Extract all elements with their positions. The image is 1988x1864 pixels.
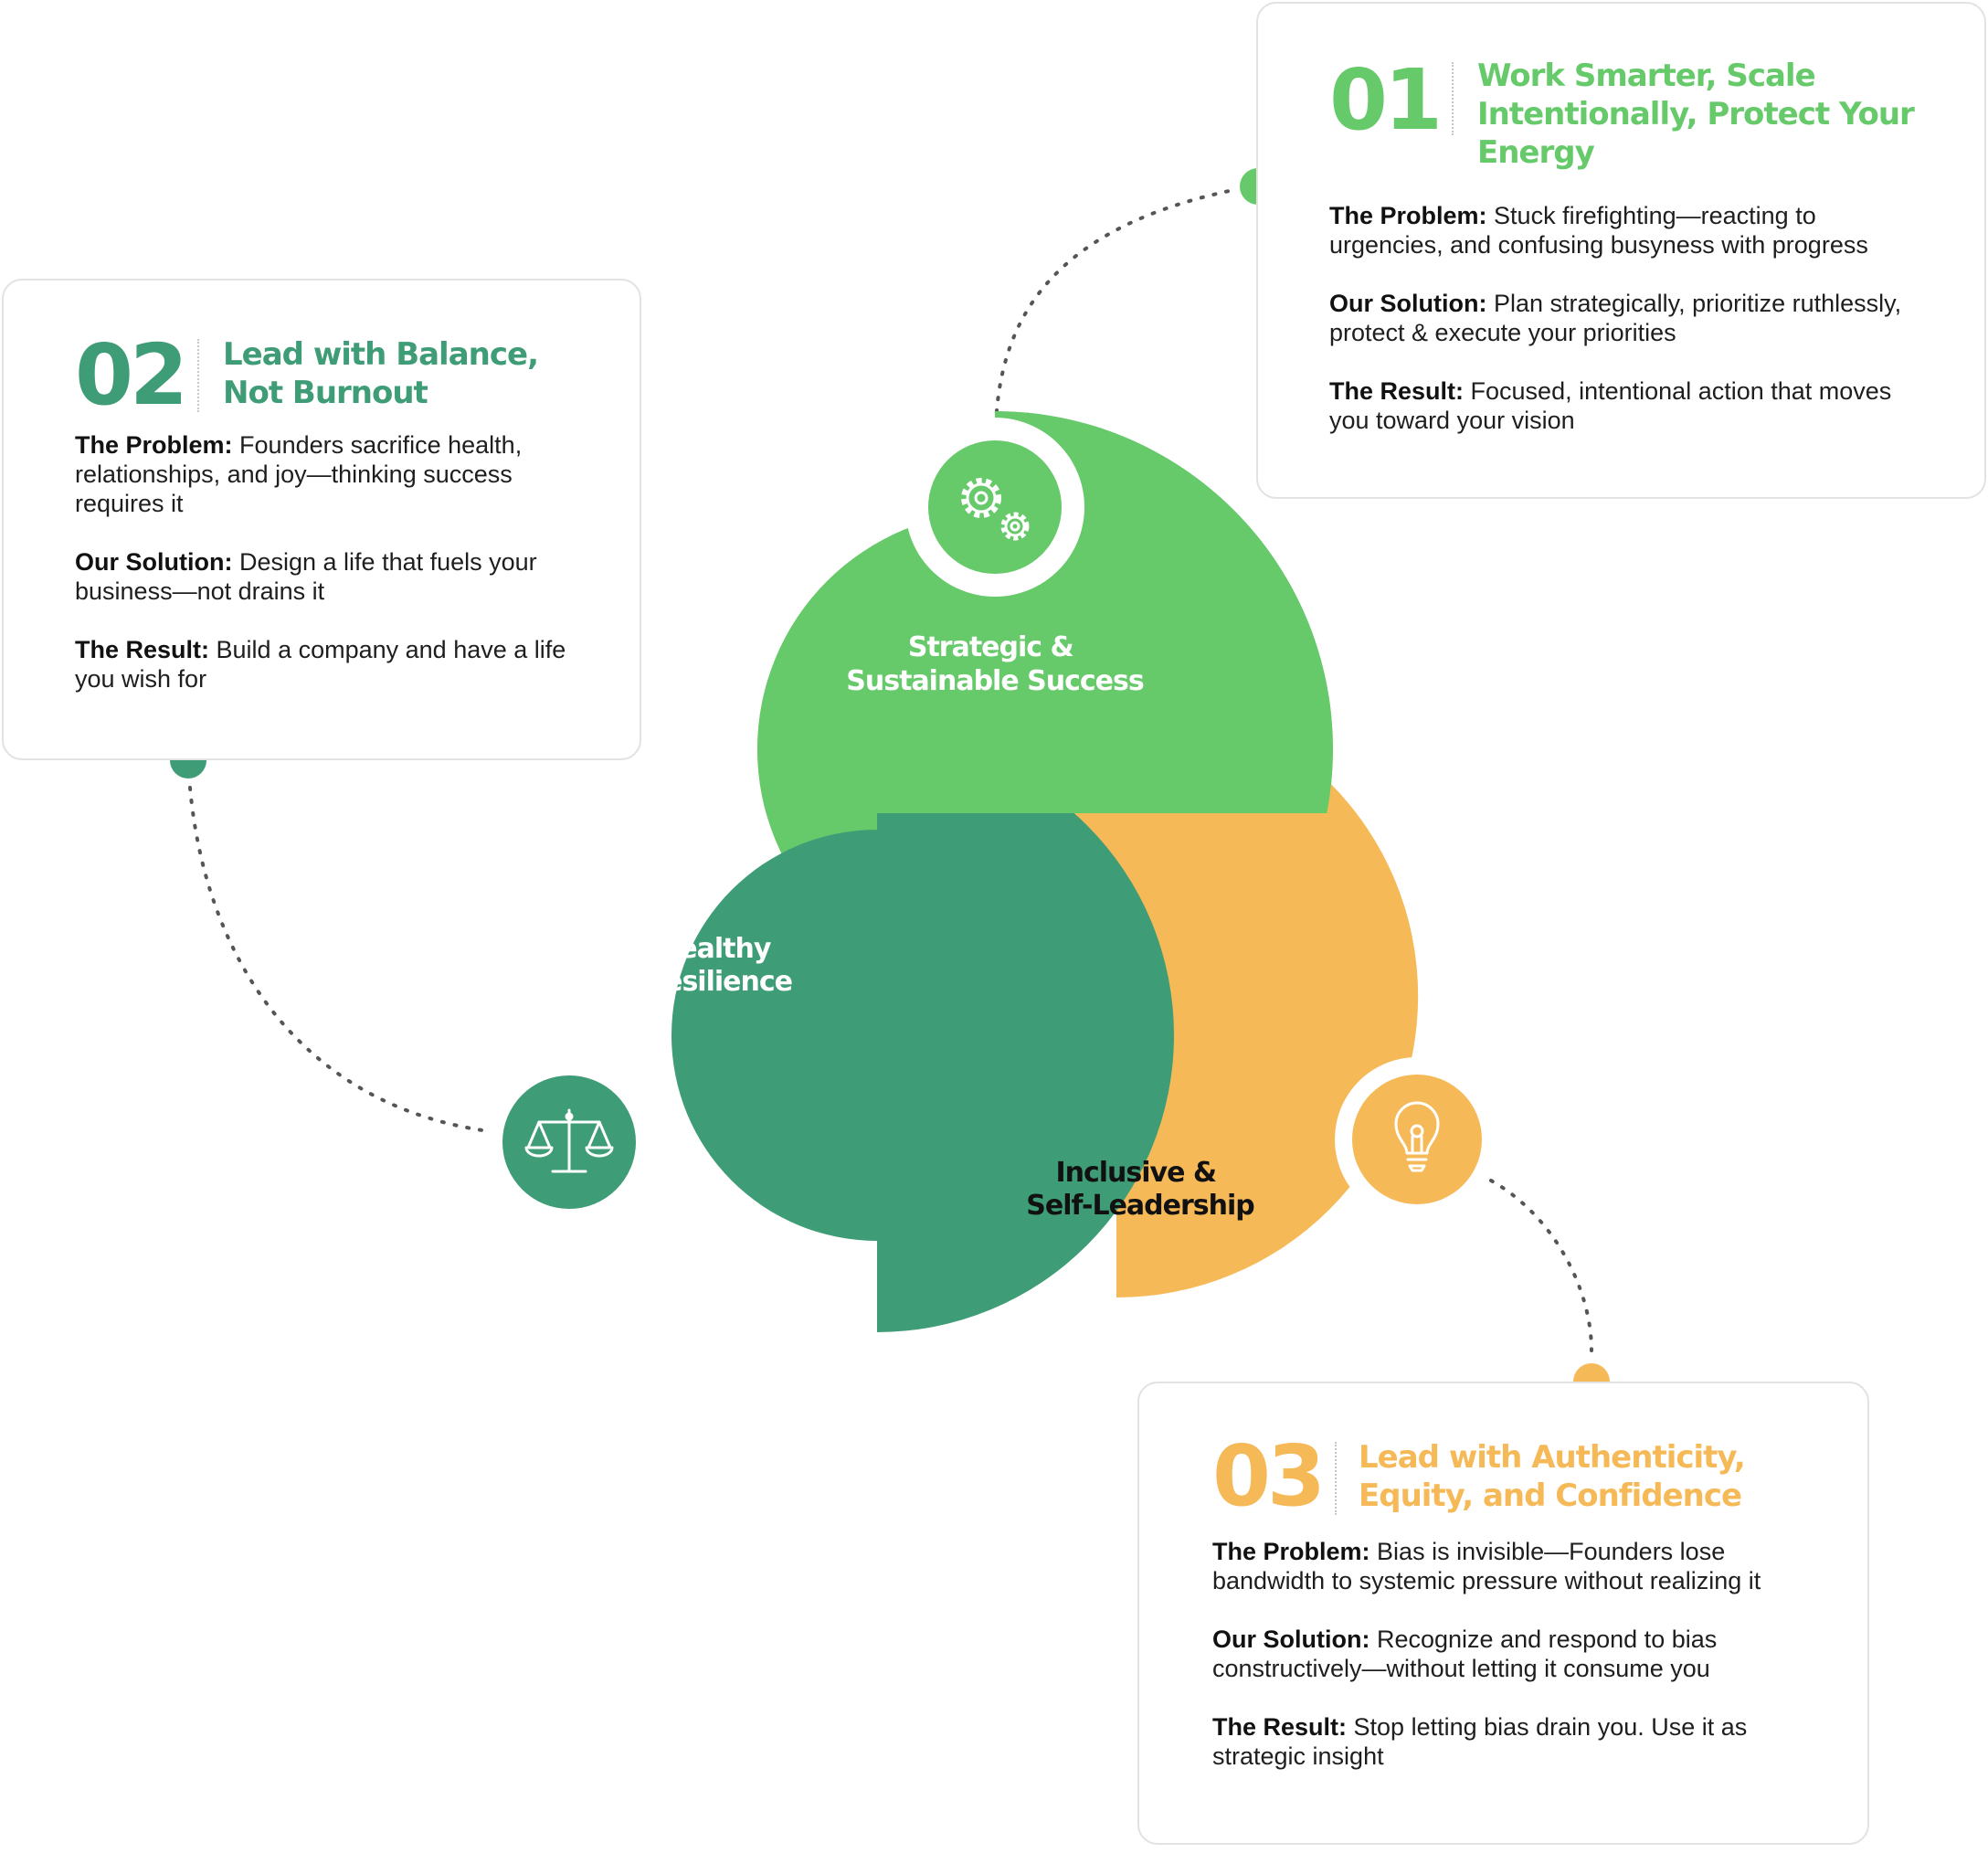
card-03-number: 03 <box>1212 1427 1326 1525</box>
card-03-problem-label: The Problem: <box>1212 1538 1370 1565</box>
svg-text:Strategic & Sustainable Su: Strategic & Sustainable Success <box>846 631 1144 697</box>
card-01-body: The Problem: Stuck firefighting—reacting… <box>1329 201 1914 435</box>
card-01-result-text: Focused, intentional action that moves y… <box>1329 377 1892 434</box>
segment-darkgreen-resilience <box>671 738 1174 1332</box>
svg-text:Healthy Resilience: Healthy Resilience <box>644 933 792 998</box>
card-01-solution-text: Plan strategically, prioritize ruthlessl… <box>1329 290 1902 346</box>
segment-green-overlap <box>757 411 1333 813</box>
card-02-solution-label: Our Solution: <box>75 548 233 576</box>
svg-text:Inclusive & Self-Leadershi: Inclusive & Self-Leadership <box>1026 1157 1254 1222</box>
connector-card3 <box>1489 1179 1593 1352</box>
card-01-number: 01 <box>1329 51 1443 149</box>
card-03: 03 Lead with Authenticity, Equity, and C… <box>1137 1382 1869 1845</box>
card-02-solution-text: Design a life that fuels your business—n… <box>75 548 537 605</box>
lightbulb-icon <box>1394 1101 1440 1172</box>
card-01-result-label: The Result: <box>1329 377 1465 405</box>
card-01-solution-label: Our Solution: <box>1329 290 1487 317</box>
card-03-separator <box>1335 1442 1337 1515</box>
card-02-problem-text: Founders sacrifice health, relationships… <box>75 431 523 517</box>
card-02: 02 Lead with Balance, Not Burnout The Pr… <box>2 279 641 760</box>
card-02-separator <box>197 339 199 412</box>
segment-darkgreen-label-1: Healthy <box>657 933 772 965</box>
card-03-result-label: The Result: <box>1212 1713 1348 1741</box>
card-01-title: Work Smarter, Scale Intentionally, Prote… <box>1477 58 1915 171</box>
card-01-separator <box>1452 62 1454 135</box>
card-03-body: The Problem: Bias is invisible—Founders … <box>1212 1537 1797 1771</box>
card-03-solution-text: Recognize and respond to bias constructi… <box>1212 1626 1718 1682</box>
card-01-problem-label: The Problem: <box>1329 202 1487 229</box>
card-02-problem-label: The Problem: <box>75 431 233 459</box>
balance-scale-icon <box>524 1108 614 1173</box>
card-03-problem-text: Bias is invisible—Founders lose bandwidt… <box>1212 1538 1761 1594</box>
card-02-result-label: The Result: <box>75 636 210 663</box>
card-01-problem-text: Stuck firefighting—reacting to urgencies… <box>1329 202 1868 259</box>
gears-icon <box>961 478 1030 541</box>
segment-green-label-2: Sustainable Success <box>846 665 1144 697</box>
card-02-body: The Problem: Founders sacrifice health, … <box>75 430 568 694</box>
card-01: 01 Work Smarter, Scale Intentionally, Pr… <box>1256 2 1986 499</box>
card-02-result-text: Build a company and have a life you wish… <box>75 636 566 693</box>
card-02-title: Lead with Balance, Not Burnout <box>223 336 539 411</box>
card-03-title: Lead with Authenticity, Equity, and Conf… <box>1359 1439 1746 1514</box>
connector-card2 <box>188 786 491 1133</box>
card-02-number: 02 <box>75 326 188 424</box>
balance-badge <box>484 1057 654 1227</box>
segment-darkgreen-label-2: Resilience <box>644 966 792 998</box>
card-03-result-text: Stop letting bias drain you. Use it as s… <box>1212 1713 1748 1770</box>
segment-green-label-1: Strategic & <box>908 631 1073 663</box>
connector-card1 <box>994 188 1235 427</box>
gears-badge <box>905 418 1084 597</box>
segment-yellow-label-1: Inclusive & <box>1055 1157 1216 1189</box>
lightbulb-badge <box>1335 1057 1499 1222</box>
card-03-solution-label: Our Solution: <box>1212 1626 1370 1653</box>
segment-yellow-label-2: Self-Leadership <box>1026 1190 1254 1222</box>
